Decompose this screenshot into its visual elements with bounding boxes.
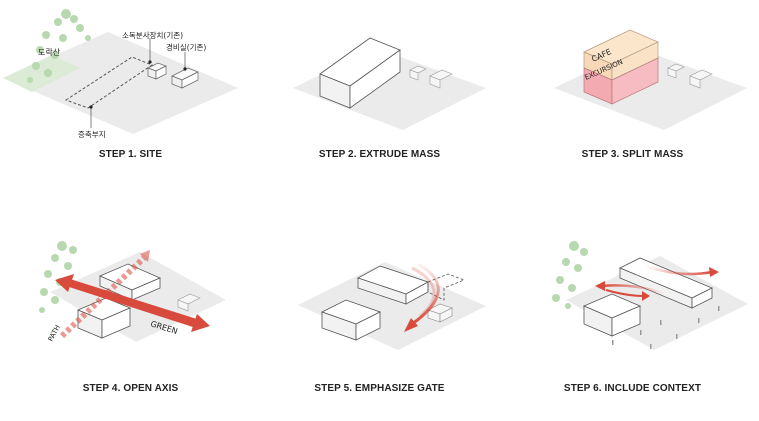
- path-axis-arrow: [59, 250, 150, 339]
- caption-step-4: STEP 4. OPEN AXIS: [82, 383, 179, 394]
- caption-step-2: STEP 2. EXTRUDE MASS: [318, 149, 441, 160]
- context-arrow-upper: [644, 264, 713, 276]
- caption-step-3: STEP 3. SPLIT MASS: [581, 149, 684, 160]
- panel-step-4: GREEN PATH: [39, 241, 226, 343]
- panel-step-1: 도락산 소독분사장치(기존) 경비실(기존) 증축부지: [3, 9, 238, 139]
- lower-mass: [582, 293, 642, 337]
- upper-mass: [357, 265, 429, 305]
- label-extension-site: 증축부지: [78, 130, 106, 139]
- ground-plane: [566, 256, 748, 350]
- extruded-mass: [319, 37, 401, 109]
- label-disinfection-facility: 소독분사장치(기존): [122, 30, 183, 40]
- ground-plane: [3, 32, 238, 134]
- excursion-volume: [583, 57, 659, 105]
- upper-mass: [619, 257, 713, 309]
- tree-cluster: [39, 241, 77, 313]
- existing-buildings: [409, 65, 453, 89]
- ground-plane: [298, 262, 486, 350]
- caption-step-5: STEP 5. EMPHASIZE GATE: [314, 383, 445, 394]
- label-guard-room: 경비실(기존): [166, 42, 206, 52]
- green-axis-arrow: [55, 274, 210, 332]
- panel-step-5: [298, 262, 486, 350]
- context-arrow-mid: [605, 289, 645, 297]
- context-arrowhead-mid: [642, 291, 650, 301]
- extension-site-outline: [64, 56, 154, 109]
- gate-frame-outline: [427, 273, 466, 301]
- gate-small-block: [427, 303, 453, 323]
- leader-dot-guard: [183, 67, 187, 71]
- panel-step-3: CAFE EXCURSION: [554, 29, 747, 130]
- panel-step-2: [293, 37, 486, 130]
- gate-arrowhead: [404, 318, 418, 332]
- leader-dot-site: [89, 105, 93, 109]
- context-arrowhead-upper: [709, 267, 719, 277]
- existing-buildings: [667, 63, 713, 89]
- disinfection-facility: [147, 62, 167, 80]
- lower-mass: [320, 299, 382, 341]
- label-mountain: 도락산: [38, 47, 61, 57]
- guard-room: [177, 293, 201, 312]
- gate-arrow: [411, 262, 440, 326]
- panel-step-6: [552, 241, 748, 350]
- caption-step-6: STEP 6. INCLUDE CONTEXT: [563, 383, 702, 394]
- context-arrow-lower: [601, 284, 665, 296]
- leader-dot-disinfection: [148, 60, 152, 64]
- guard-room: [171, 67, 199, 89]
- tree-cluster: [27, 9, 91, 83]
- caption-step-1: STEP 1. SITE: [98, 149, 163, 160]
- mountain-strip: [3, 55, 80, 92]
- label-path: PATH: [47, 324, 62, 343]
- context-arrowhead-lower: [595, 281, 605, 291]
- tree-cluster: [552, 241, 588, 309]
